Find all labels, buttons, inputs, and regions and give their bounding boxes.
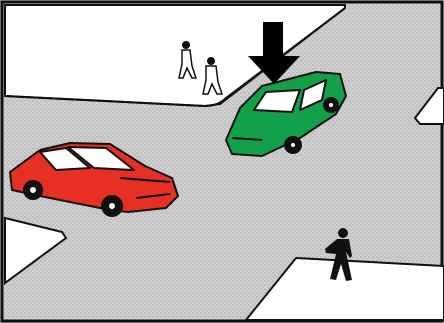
- intersection-illustration: [0, 0, 444, 323]
